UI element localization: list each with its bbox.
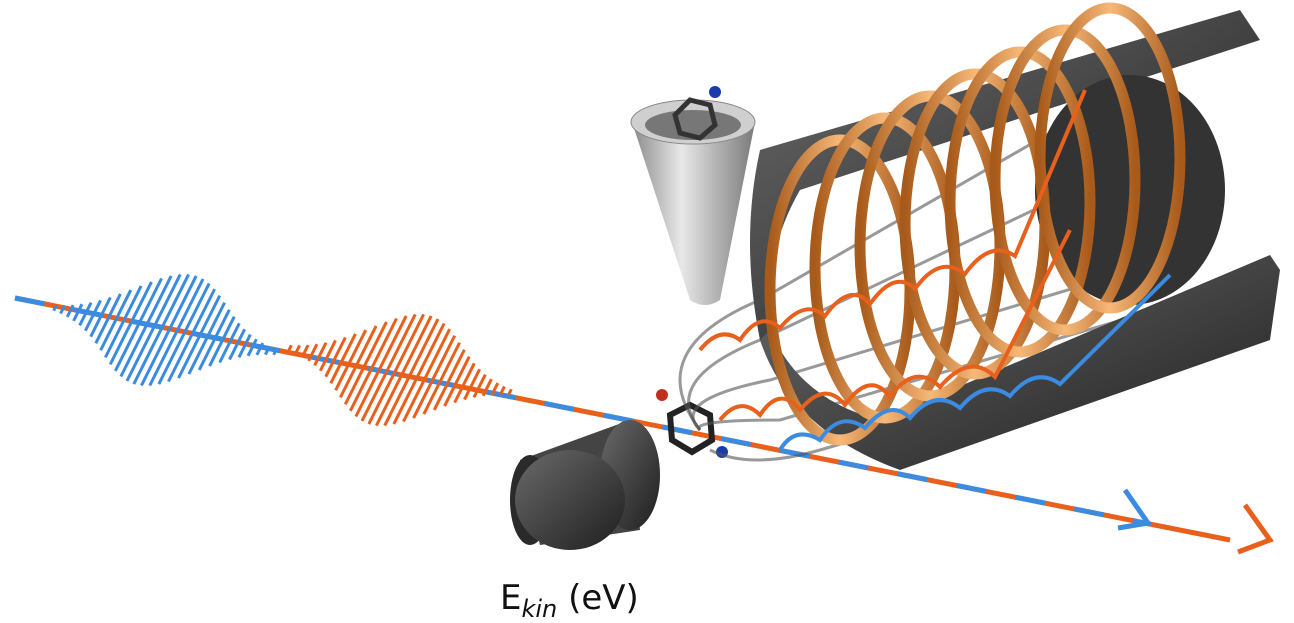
molecule-icon: [672, 86, 721, 141]
pulse-fringe: [354, 315, 408, 418]
pulse-fringe: [132, 273, 190, 385]
pulse-fringe: [300, 344, 310, 358]
pulse-fringe: [453, 362, 476, 404]
pulse-fringe: [187, 301, 226, 375]
orange-laser-pulse: [287, 313, 513, 427]
pulse-fringe: [99, 289, 133, 351]
electron-trajectories: [678, 108, 1201, 462]
pulse-fringe: [383, 318, 440, 427]
pulse-fringe: [94, 293, 122, 344]
pulse-fringe: [89, 296, 112, 338]
pulse-fringe: [499, 385, 506, 396]
pulse-fringe: [343, 321, 388, 406]
pulse-fringe: [140, 275, 198, 387]
coil-winding: [989, 24, 1141, 336]
pulse-fringe: [59, 304, 66, 315]
pulse-fringe: [392, 322, 446, 425]
pulse-fringe: [472, 373, 487, 399]
pulse-fringe: [307, 343, 319, 362]
orange-arrowhead: [1237, 503, 1274, 555]
orange-electron-helix: [698, 89, 1087, 422]
pulse-fringe: [272, 348, 278, 356]
pulse-fringe: [119, 275, 173, 378]
pulse-fringe: [104, 285, 143, 359]
pulse-fringe: [218, 322, 241, 364]
pulse-fringe: [177, 294, 222, 379]
kinetic-energy-label: Ekin (eV): [500, 578, 639, 623]
energy-symbol: E: [500, 578, 522, 618]
repeller-electrode: [510, 420, 660, 550]
pulse-fringe: [367, 313, 425, 425]
blue-electron-helix: [778, 273, 1172, 452]
pulse-fringe: [329, 333, 357, 384]
pulse-fringe: [84, 299, 102, 332]
pulse-fringe: [375, 315, 433, 427]
pulse-fringe: [490, 382, 500, 396]
pulse-fringe: [481, 378, 493, 397]
pulse-fringe: [463, 368, 481, 401]
pulse-fringe: [197, 309, 231, 371]
energy-subscript: kin: [521, 594, 558, 623]
pulse-fringe: [349, 317, 398, 412]
pulse-fringe: [507, 388, 513, 396]
pulse-fringe: [432, 349, 466, 411]
pulse-fringe: [125, 273, 182, 382]
blue-arrowhead: [1117, 488, 1153, 531]
energy-unit: (eV): [568, 578, 639, 618]
pulse-fringe: [339, 325, 378, 399]
pulse-fringe: [255, 342, 265, 356]
pulse-fringe: [324, 336, 347, 378]
pulse-fringe: [246, 338, 258, 357]
pulse-fringe: [412, 334, 457, 419]
pulse-fringe: [65, 304, 75, 318]
pulse-fringe: [157, 282, 211, 385]
pulse-fringe: [208, 316, 236, 367]
coil-winding: [809, 112, 961, 424]
coil-winding: [1034, 2, 1186, 314]
coil-winding: [944, 46, 1096, 358]
pulse-fringe: [167, 288, 216, 383]
pulse-fringe: [78, 301, 93, 327]
pulse-fringe: [108, 281, 153, 366]
pulse-fringe: [72, 303, 84, 322]
pulse-fringe: [287, 344, 293, 352]
pulse-fringe: [228, 328, 246, 361]
pulse-fringe: [422, 341, 461, 415]
pulse-fringe: [264, 345, 271, 356]
pulse-fringe: [237, 333, 252, 359]
pulse-fringe: [52, 304, 58, 312]
pulse-fringe: [148, 278, 205, 387]
pulse-fringe: [114, 277, 163, 372]
blue-laser-pulse: [52, 273, 278, 387]
pulse-fringe: [294, 344, 301, 355]
laser-beam-line: [14, 295, 1274, 555]
pulse-fringe: [443, 356, 471, 407]
pulse-fringe: [334, 329, 368, 391]
pulse-fringe: [319, 339, 337, 372]
pulse-fringe: [402, 328, 451, 423]
sample-nozzle-cone: [630, 99, 756, 305]
pulse-fringe: [360, 313, 417, 422]
pulse-fringe: [313, 341, 328, 367]
